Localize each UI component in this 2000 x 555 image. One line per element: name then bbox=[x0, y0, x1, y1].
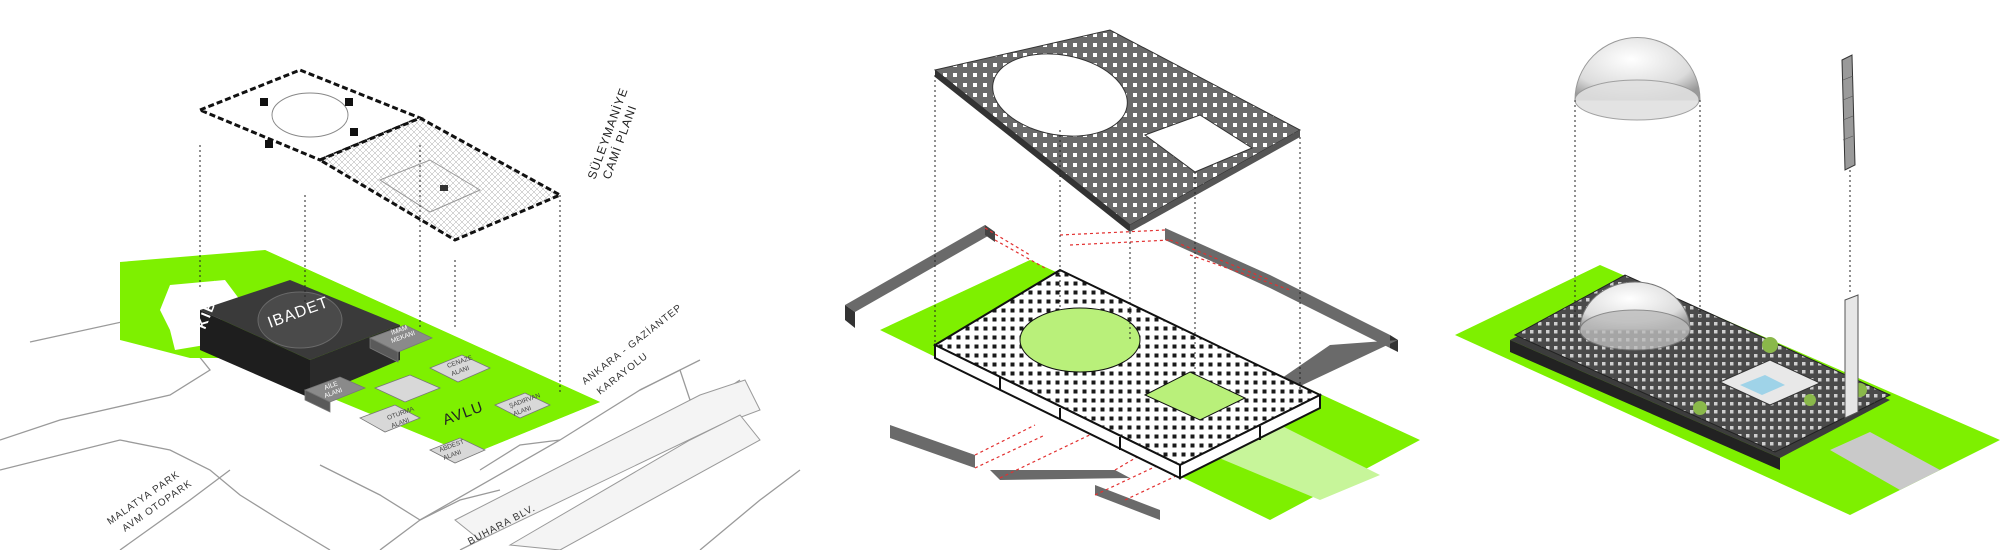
projection-lines-3 bbox=[1574, 100, 1851, 320]
suleymaniye-plan-drawing bbox=[196, 68, 564, 242]
pool bbox=[1740, 375, 1785, 395]
plan-title: SÜLEYMANİYE CAMİ PLANI bbox=[585, 86, 640, 181]
floating-minaret bbox=[1841, 54, 1856, 171]
projection-lines-2 bbox=[934, 75, 1301, 395]
roof-plate bbox=[933, 29, 1302, 232]
projection-lines-1 bbox=[199, 145, 561, 395]
ibadet-block bbox=[200, 280, 400, 398]
building-base-side bbox=[1510, 340, 1780, 470]
minaret-on-site bbox=[1844, 294, 1859, 419]
road-label-1: ANKARA - GAZİANTEP bbox=[579, 301, 685, 388]
box-labels-dark: İMAM MEKANI AİLE ALANI bbox=[323, 323, 417, 400]
ground-grey-path bbox=[1830, 432, 1940, 490]
panel-final-massing bbox=[1455, 37, 2000, 515]
program-boxes bbox=[303, 324, 551, 464]
panel-site-plan: SÜLEYMANİYE CAMİ PLANI KIBLE IBADET İMAM… bbox=[0, 68, 801, 551]
floor-slab bbox=[932, 268, 1323, 480]
road-fill bbox=[454, 379, 761, 551]
panel-exploded-structure bbox=[845, 29, 1420, 520]
